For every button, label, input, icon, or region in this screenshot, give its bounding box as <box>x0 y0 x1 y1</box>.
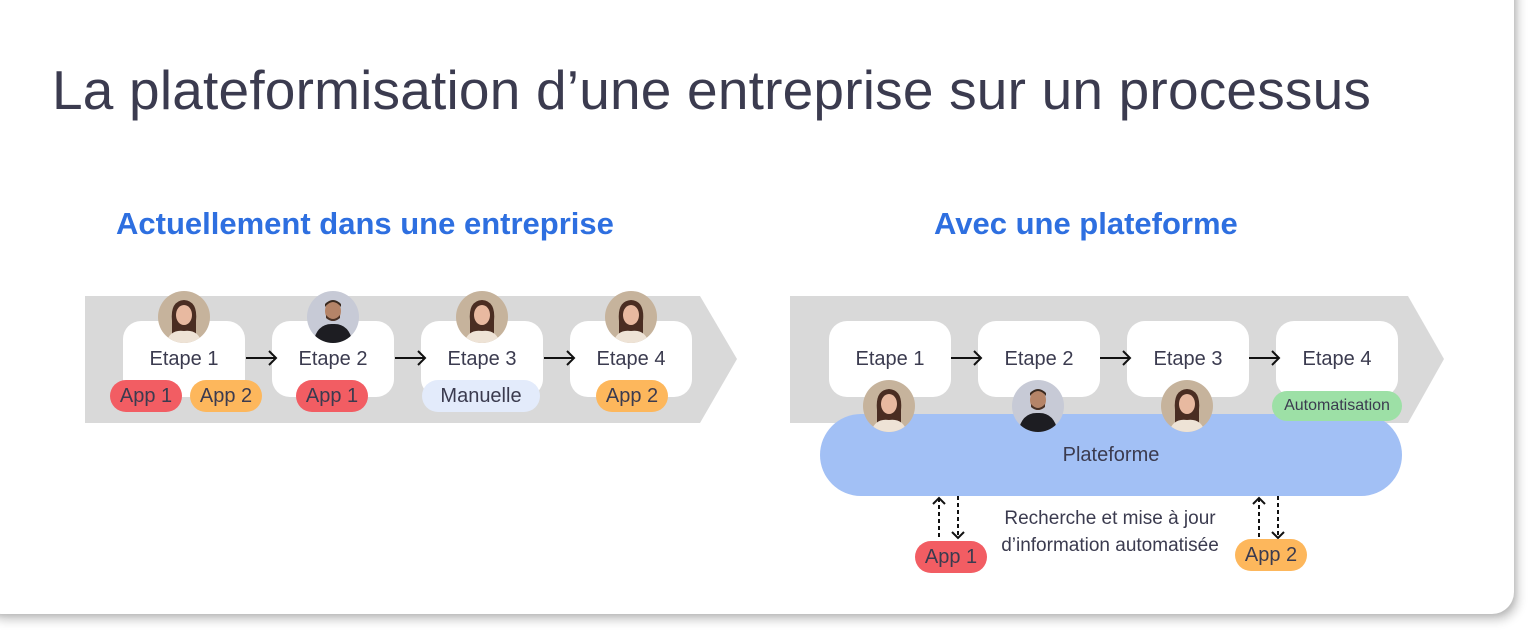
step-label: Etape 1 <box>855 347 925 370</box>
man-avatar <box>307 291 359 343</box>
step-label: Etape 2 <box>1004 347 1074 370</box>
app2-tag: App 2 <box>596 380 668 412</box>
left-section-heading: Actuellement dans une entreprise <box>116 206 614 241</box>
automation-caption: Recherche et mise à jour d’information a… <box>1001 508 1219 556</box>
arrow-right-icon <box>1249 350 1281 366</box>
bidirectional-dashed-arrow-icon <box>1252 496 1285 540</box>
woman-avatar <box>158 291 210 343</box>
manual-tag: Manuelle <box>422 380 540 412</box>
app2-tag: App 2 <box>1235 539 1307 571</box>
step-label: Etape 3 <box>447 347 517 370</box>
right-section-heading: Avec une plateforme <box>934 206 1238 241</box>
app1-tag: App 1 <box>296 380 368 412</box>
arrow-right-icon <box>395 350 427 366</box>
app1-tag: App 1 <box>915 541 987 573</box>
arrow-right-icon <box>246 350 278 366</box>
arrow-right-icon <box>544 350 576 366</box>
man-avatar <box>1012 380 1064 432</box>
platform-label: Plateforme <box>1062 443 1160 466</box>
automation-tag: Automatisation <box>1272 391 1402 421</box>
step-label: Etape 3 <box>1153 347 1223 370</box>
arrow-right-icon <box>1100 350 1132 366</box>
woman-avatar <box>863 380 915 432</box>
woman-avatar <box>456 291 508 343</box>
arrow-right-icon <box>951 350 983 366</box>
page-title: La plateformisation d’une entreprise sur… <box>52 59 1372 121</box>
bidirectional-dashed-arrow-icon <box>932 496 965 540</box>
woman-avatar <box>605 291 657 343</box>
step-label: Etape 1 <box>149 347 219 370</box>
platform-bar: Plateforme <box>820 414 1402 496</box>
woman-avatar <box>1161 380 1213 432</box>
step-label: Etape 4 <box>596 347 666 370</box>
right-step-4: Etape 4 <box>1276 321 1398 397</box>
app1-tag: App 1 <box>110 380 182 412</box>
app2-tag: App 2 <box>190 380 262 412</box>
step-label: Etape 4 <box>1302 347 1372 370</box>
step-label: Etape 2 <box>298 347 368 370</box>
